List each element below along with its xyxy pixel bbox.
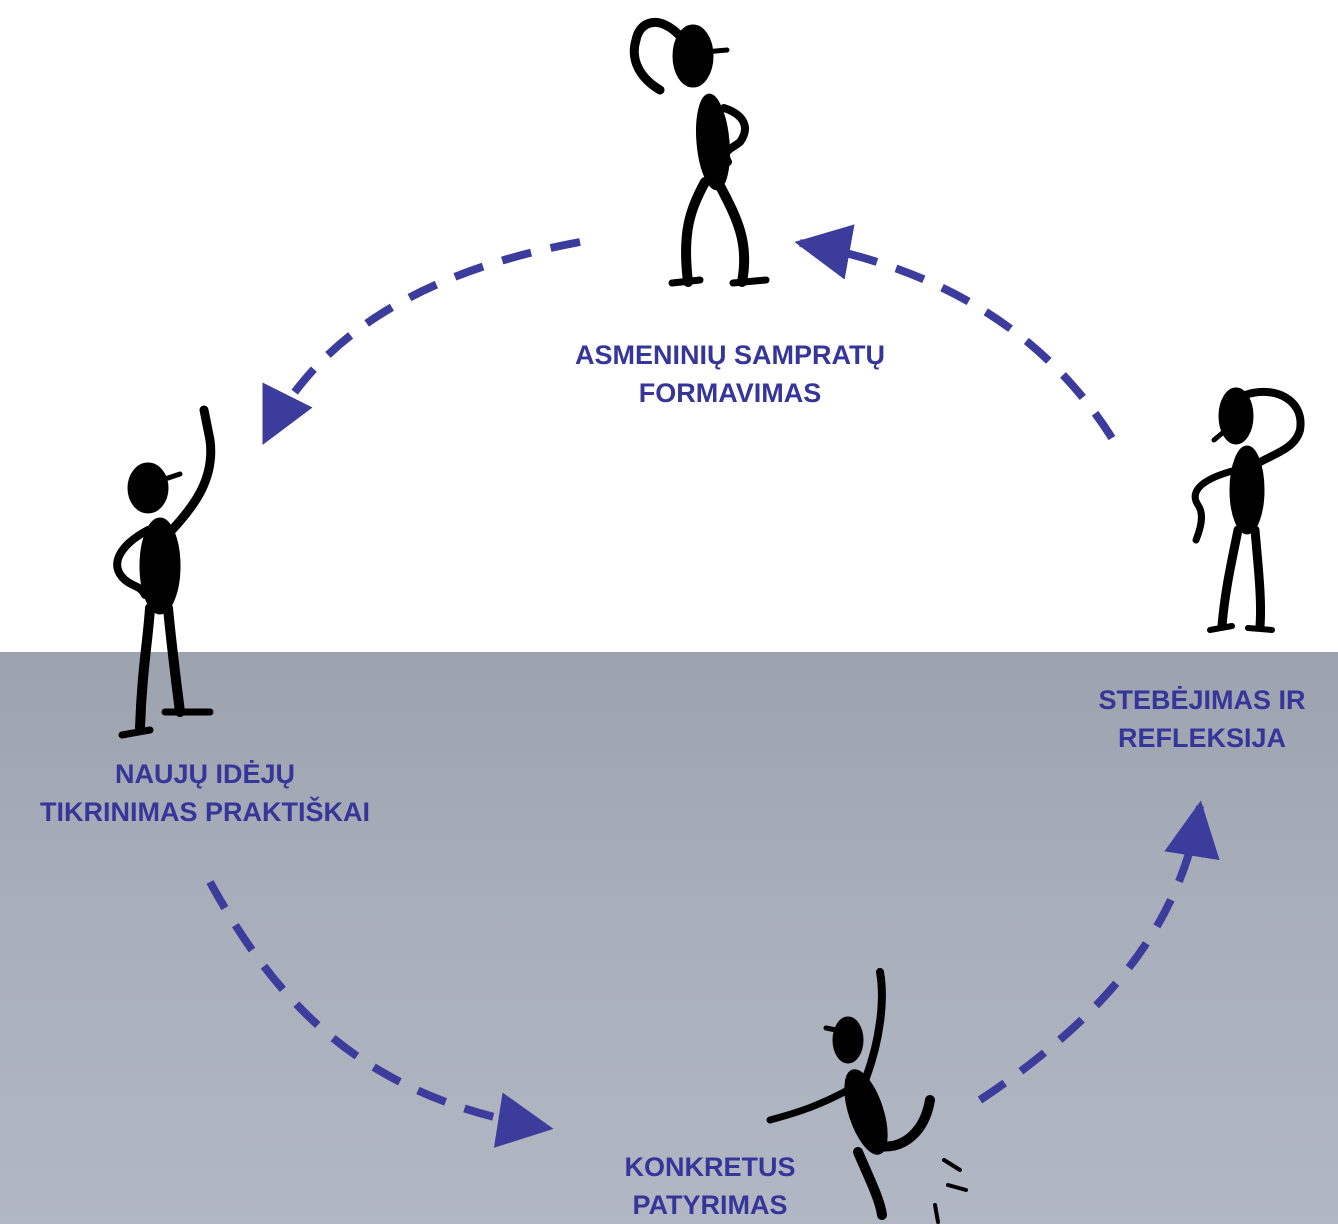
lower-background-panel (0, 652, 1338, 1224)
stage-label-formation-line2: FORMAVIMAS (638, 378, 822, 408)
stage-label-experience-line1: KONKRETUS (624, 1152, 796, 1182)
stage-label-experience-line2: PATYRIMAS (632, 1190, 788, 1220)
stage-label-observation: STEBĖJIMAS IR REFLEKSIJA (1068, 681, 1336, 757)
stumbling-person-icon (766, 968, 968, 1224)
stage-label-testing-line2: TIKRINIMAS PRAKTIŠKAI (40, 797, 370, 827)
pointing-up-person-icon (113, 405, 216, 739)
stage-label-observation-line1: STEBĖJIMAS IR (1098, 685, 1306, 715)
arrow-observation-to-formation (794, 224, 1116, 441)
stage-label-observation-line2: REFLEKSIJA (1117, 723, 1287, 753)
stage-label-testing-line1: NAUJŲ IDĖJŲ (114, 759, 296, 789)
arrow-experience-to-observation (977, 800, 1220, 1104)
head-scratching-person-icon (1191, 387, 1305, 633)
stage-label-experience: KONKRETUS PATYRIMAS (560, 1148, 860, 1224)
stage-label-formation: ASMENINIŲ SAMPRATŲ FORMAVIMAS (520, 336, 940, 412)
arrow-testing-to-experience (206, 880, 554, 1148)
arrow-formation-to-testing (261, 238, 581, 446)
stage-label-testing: NAUJŲ IDĖJŲ TIKRINIMAS PRAKTIŠKAI (0, 755, 410, 831)
thinking-person-icon (629, 17, 770, 287)
stage-label-formation-line1: ASMENINIŲ SAMPRATŲ (575, 340, 885, 370)
